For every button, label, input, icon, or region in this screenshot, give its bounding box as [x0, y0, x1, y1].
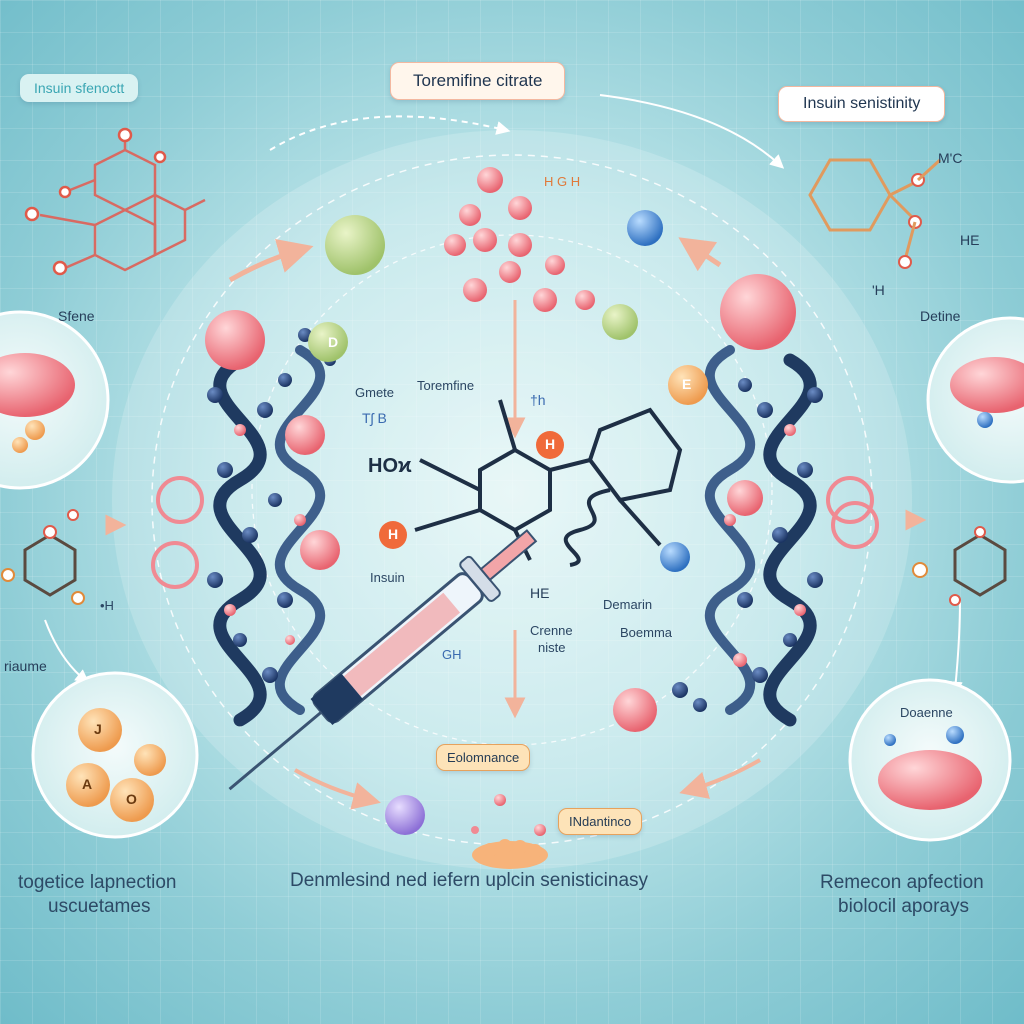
atom-label-h-left: H [388, 526, 399, 542]
green-sphere-d [308, 322, 348, 362]
atom-label-h: H [545, 436, 556, 452]
tag-insulin-sensitivity: Insuin senistinity [778, 86, 946, 122]
arrow-orange-2 [678, 237, 722, 272]
pink-sphere-low-left [300, 530, 340, 570]
right-cell-tissue [950, 357, 1024, 413]
label-toremfine: Toremfine [417, 378, 475, 393]
label-riaume: riaume [4, 658, 47, 674]
label-tb: Tʃ B [362, 410, 387, 426]
bottom-cluster [472, 839, 548, 869]
bottom-left-line1: togetice lapnection [18, 872, 177, 893]
pink-sphere-right [720, 274, 796, 350]
tag-eolomnance: Eolomnance [436, 744, 531, 771]
molecule-top-right [808, 158, 942, 269]
ball-a [66, 763, 110, 807]
tag-indantinco: INdantinco [558, 808, 643, 835]
tag-insulin-top-left: Insuin sfenoctt [20, 74, 139, 102]
bottom-right-tissue [878, 750, 982, 810]
molecule-left [1, 509, 85, 605]
label-he: HE [530, 585, 550, 601]
label-demarin: Demarin [603, 597, 653, 612]
label-boemma: Boemma [620, 625, 673, 640]
title-toremifine-citrate: Toremifine citrate [390, 62, 566, 100]
bottom-right-line2: biolocil aporays [838, 896, 969, 917]
label-th: †h [530, 392, 546, 408]
sphere-label-e: E [682, 376, 692, 392]
label-sfene: Sfene [58, 308, 95, 324]
purple-sphere [385, 795, 425, 835]
arrow-bottom-left [294, 768, 381, 810]
label-oh-left: •H [100, 598, 114, 613]
left-cell-tissue [0, 353, 75, 417]
pink-sphere-left [205, 310, 265, 370]
sphere-label-d: D [328, 334, 339, 350]
arrow-bottom-right [679, 758, 761, 799]
bottom-center-caption: Denmlesind ned iefern uplcin senisticina… [290, 870, 649, 891]
label-gmete: Gmete [355, 385, 395, 400]
pink-sphere-low-right [613, 688, 657, 732]
syringe [228, 529, 538, 791]
arrow-left [44, 619, 90, 684]
arrow-top-left [269, 115, 511, 151]
pink-sphere-mid-right [727, 480, 763, 516]
label-niste: niste [538, 640, 566, 655]
label-insulin: Insuin [370, 570, 405, 585]
ball-o [110, 778, 154, 822]
arrow-right [948, 599, 963, 696]
top-cluster [444, 167, 595, 312]
molecule-top-left [24, 127, 206, 276]
molecule-right [912, 526, 1007, 606]
blue-sphere [627, 210, 663, 246]
ball-j [78, 708, 122, 752]
green-sphere-small [602, 304, 638, 340]
arrow-top-right [599, 94, 785, 169]
label-gh: GH [442, 647, 462, 662]
pink-sphere-mid-left [285, 415, 325, 455]
bottom-left-line2: uscuetames [48, 896, 151, 917]
label-h-top: H G H [544, 174, 581, 189]
label-hox: HOϰ [368, 455, 412, 477]
label-crenne: Crenne [530, 623, 573, 638]
arrow-orange-1 [228, 238, 314, 283]
bottom-right-line1: Remecon apfection [820, 872, 984, 893]
atom-h-left [379, 521, 407, 549]
label-he-right: HE [960, 232, 980, 248]
sphere-label-o: O [126, 791, 137, 807]
label-h-right: ʹH [872, 282, 885, 298]
green-sphere [325, 215, 385, 275]
sphere-label-j: J [94, 721, 102, 737]
label-mc: MʹC [938, 150, 963, 166]
central-molecule [414, 399, 683, 567]
label-doaenne: Doaenne [900, 705, 953, 720]
orange-sphere-e [668, 365, 708, 405]
sphere-label-a: A [82, 776, 93, 792]
label-detine: Detine [920, 308, 961, 324]
atom-he-blue [660, 542, 690, 572]
outer-glow-ring [112, 130, 912, 870]
atom-h-orange [536, 431, 564, 459]
